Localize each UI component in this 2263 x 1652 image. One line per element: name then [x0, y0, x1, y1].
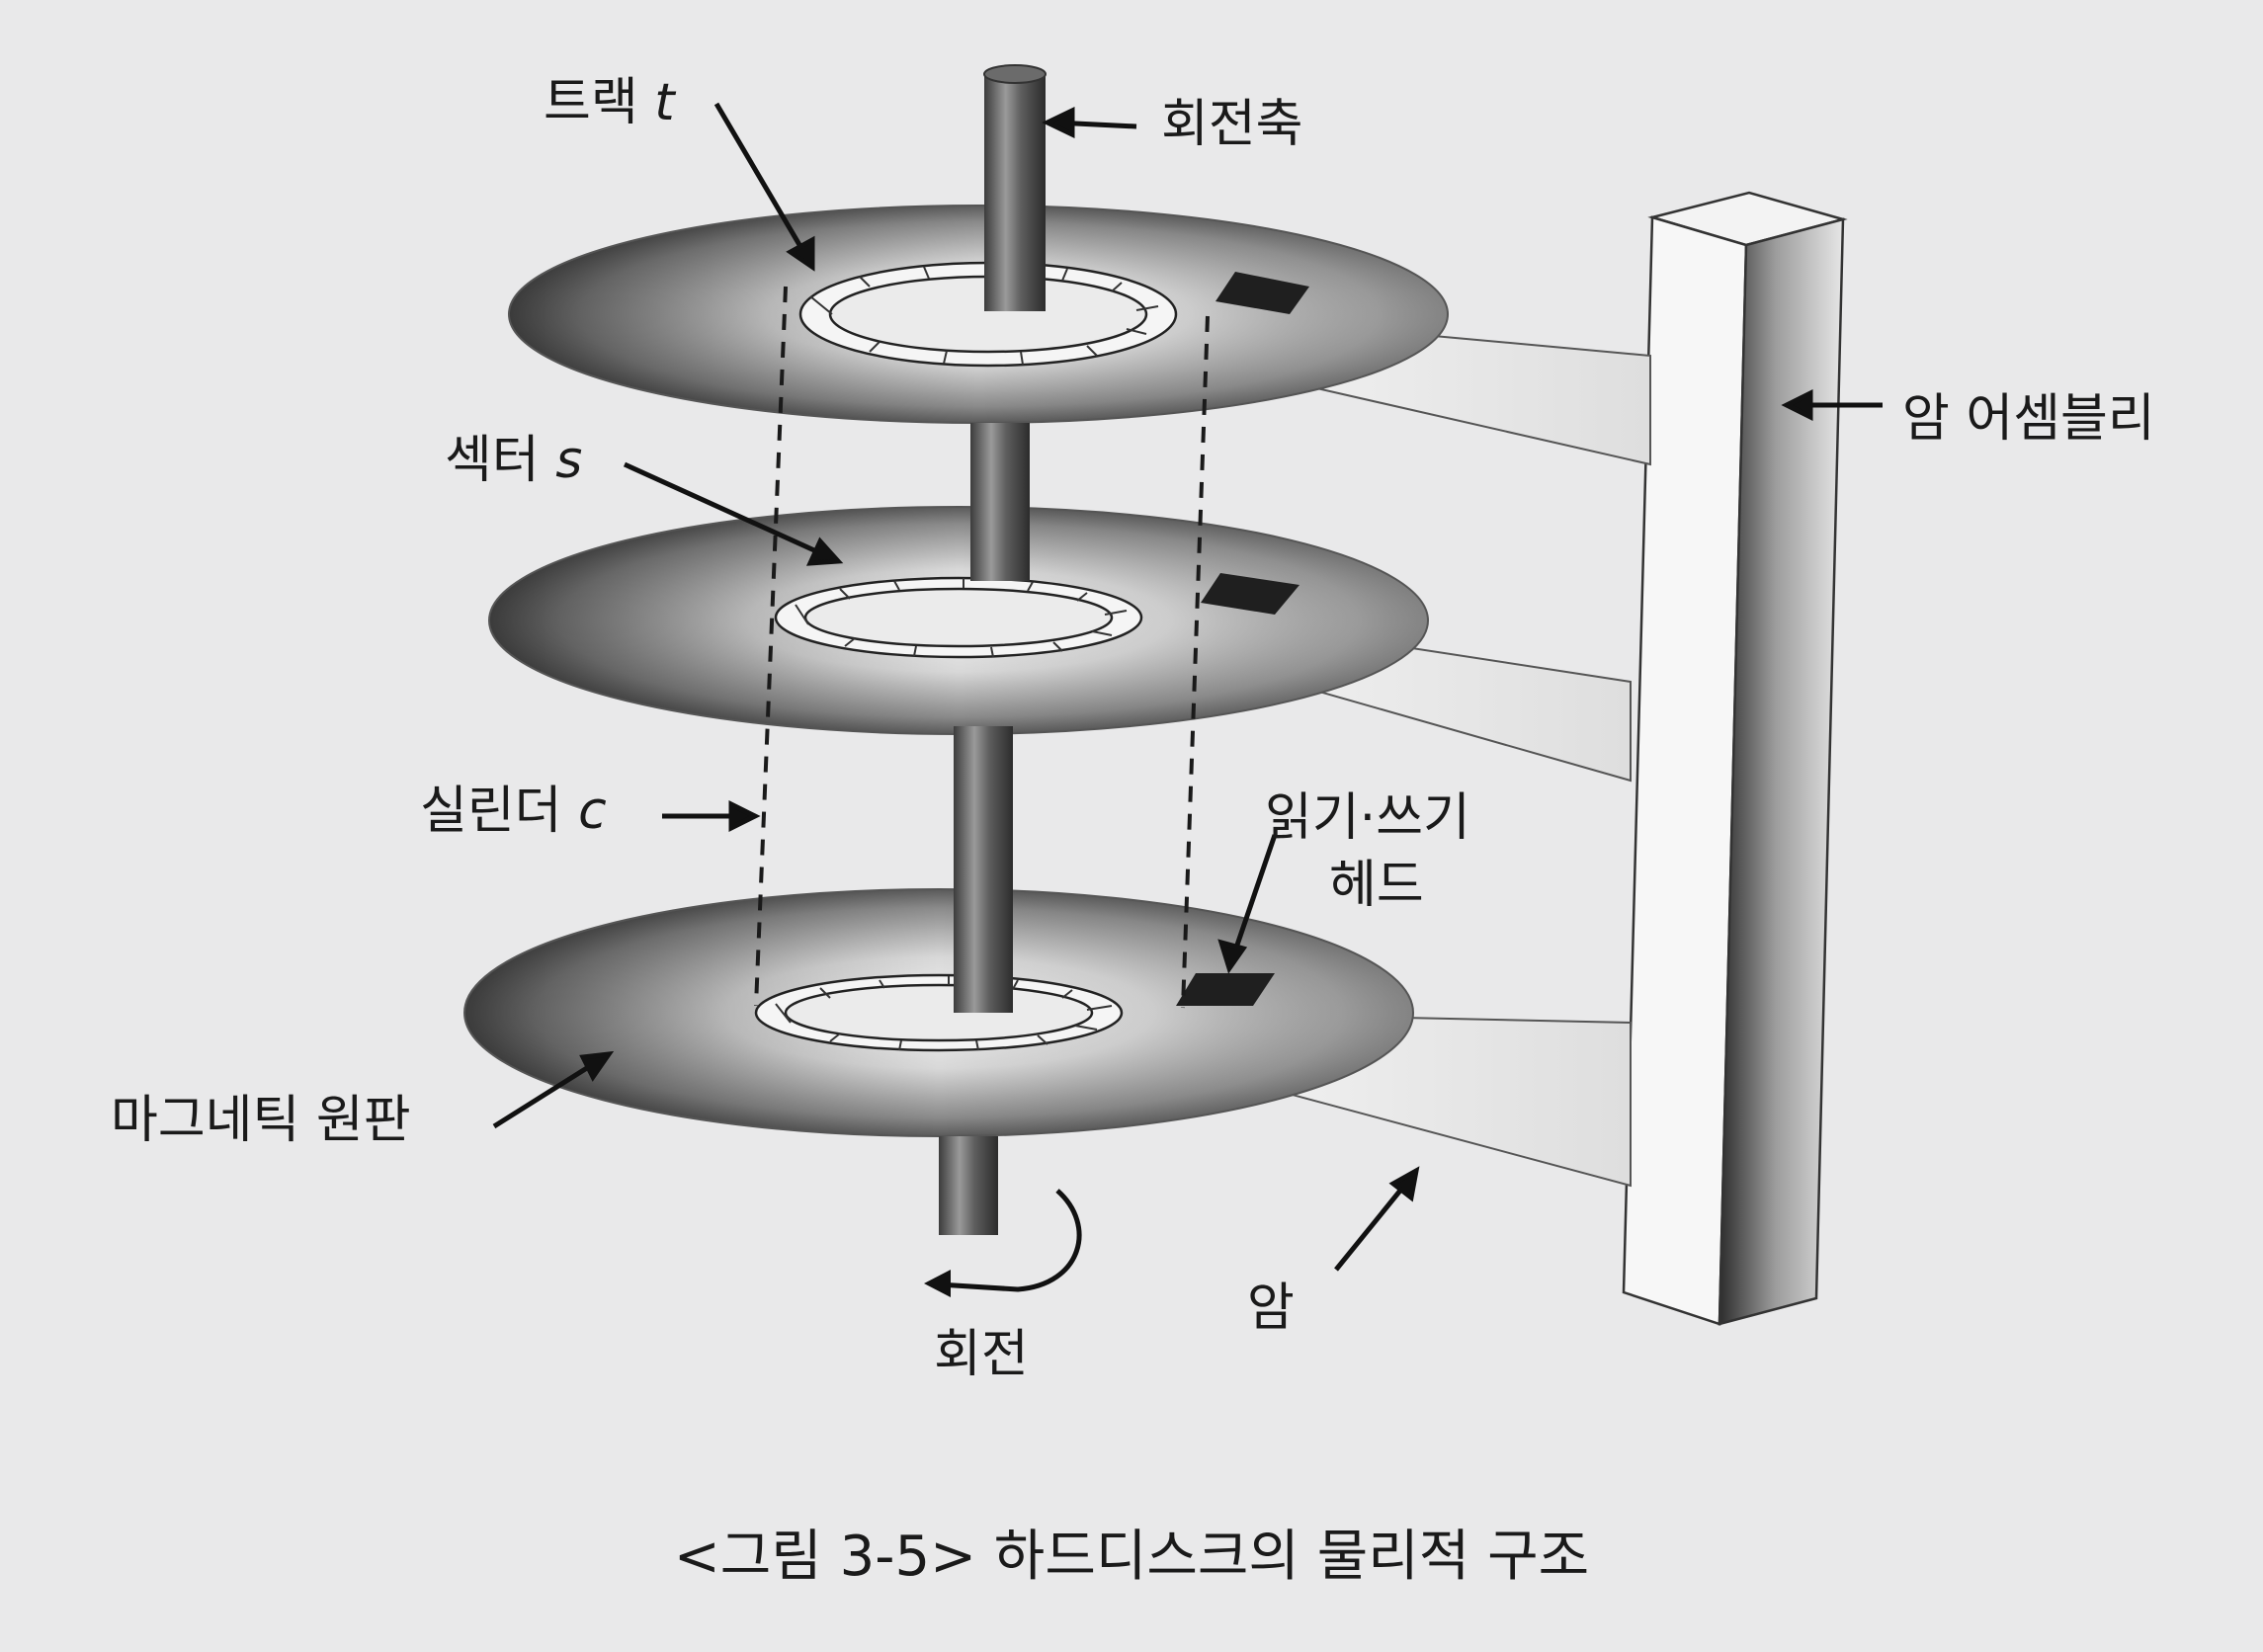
sector-ticks-middle	[795, 578, 1128, 658]
arm-label: 암	[1247, 1279, 1295, 1338]
rw-head-label-line1: 읽기·쓰기	[1265, 788, 1470, 848]
arm-assembly-pillar	[1622, 191, 1848, 1326]
rotation-arrow	[924, 1189, 1082, 1297]
sector-ticks-top	[809, 264, 1159, 366]
pointer-arrows	[492, 102, 1883, 1272]
rw-head-middle	[1201, 573, 1299, 615]
spindle-top-cap	[983, 64, 1047, 84]
cylinder-dashed-lines	[754, 286, 1210, 1009]
rw-head-label-line2: 헤드	[1329, 856, 1424, 915]
sector-variable: s	[555, 431, 583, 490]
platter-label: 마그네틱 원판	[111, 1091, 411, 1150]
figure-caption: <그림 3-5> 하드디스크의 물리적 구조	[673, 1525, 1590, 1589]
cylinder-variable: c	[578, 782, 607, 841]
sector-label: 섹터 s	[445, 431, 583, 490]
rotation-label: 회전	[934, 1325, 1029, 1384]
track-ring-inner-middle	[803, 587, 1114, 648]
track-variable: t	[654, 73, 675, 132]
platter-middle	[488, 506, 1632, 783]
cylinder-label: 실린더 c	[420, 782, 607, 841]
track-ring-inner-bottom	[784, 983, 1094, 1042]
pillar-front-face	[1718, 217, 1845, 1326]
platter-top	[508, 205, 1651, 466]
track-label: 트랙 t	[544, 73, 675, 132]
platter-bottom	[463, 888, 1632, 1188]
spindle	[939, 64, 1047, 1235]
arm-assembly-label: 암 어셈블리	[1902, 389, 2155, 449]
sector-ticks-bottom	[775, 976, 1113, 1051]
spindle-label: 회전축	[1161, 95, 1303, 154]
rw-head-bottom	[1176, 973, 1275, 1006]
rw-head-top	[1215, 272, 1309, 314]
